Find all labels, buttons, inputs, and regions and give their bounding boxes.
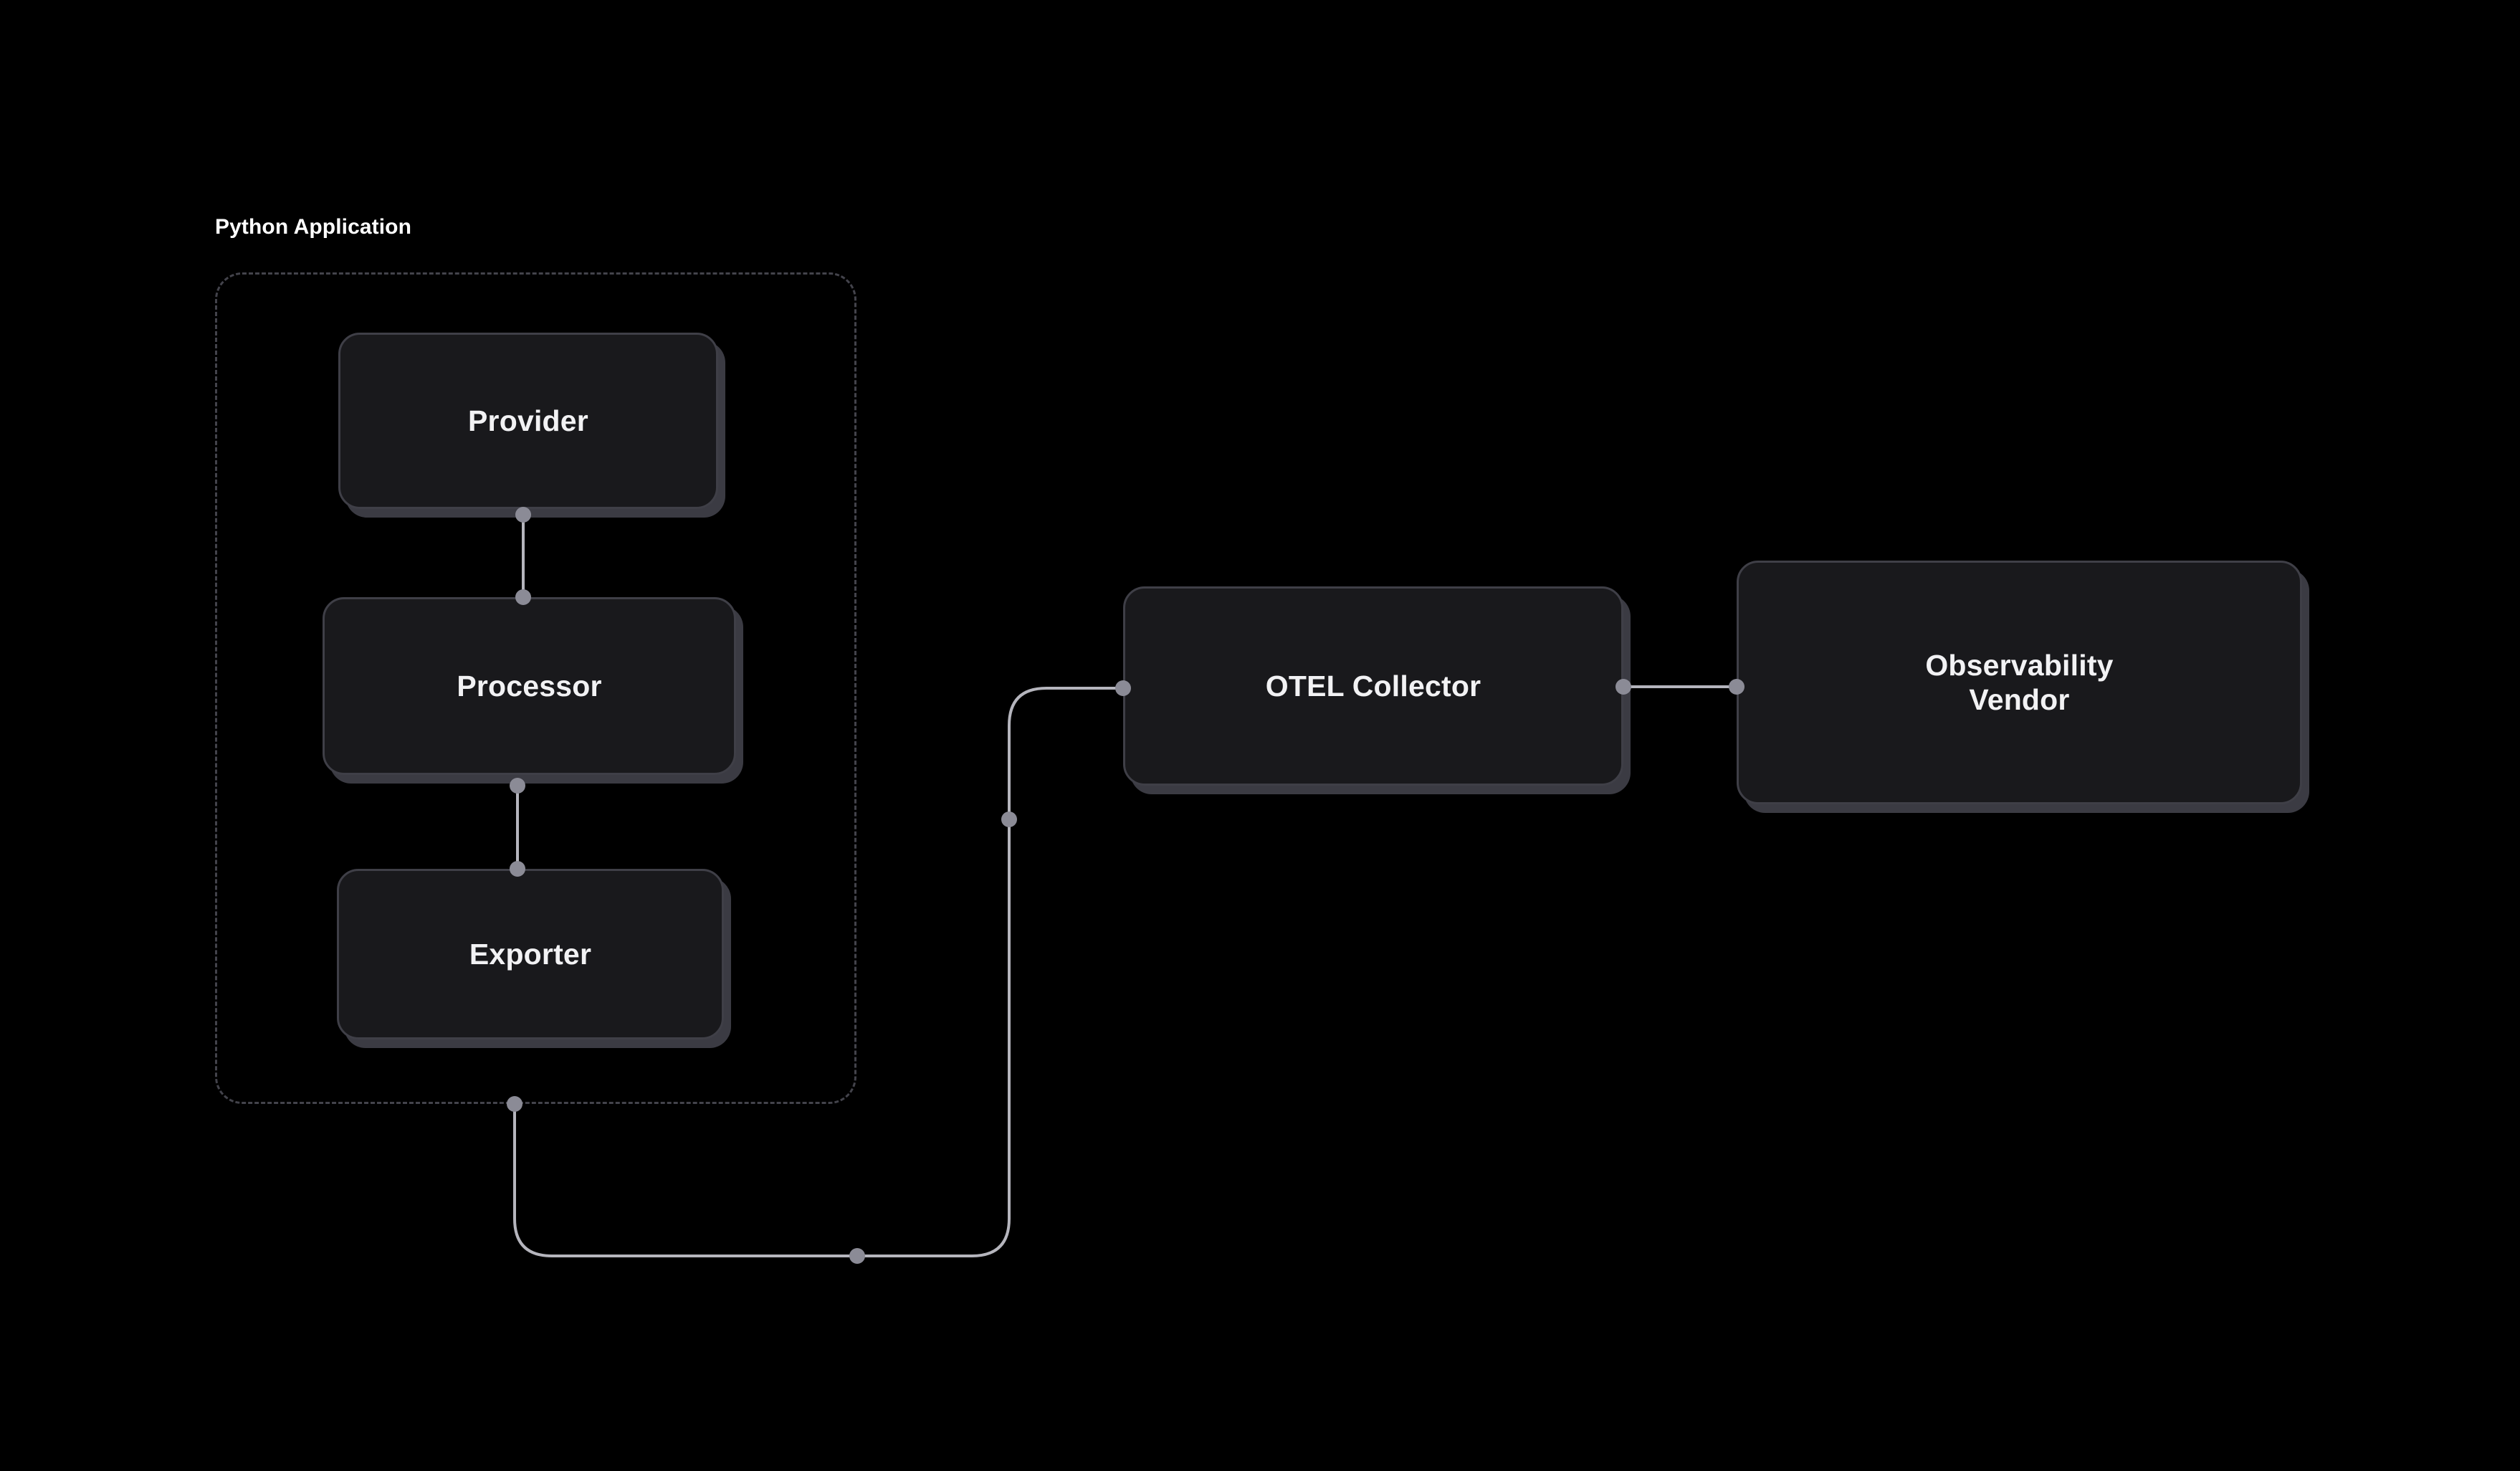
edge-port-dot[interactable]	[849, 1248, 865, 1264]
node-processor[interactable]: Processor	[323, 597, 743, 784]
node-otel-collector[interactable]: OTEL Collector	[1123, 586, 1631, 794]
node-label-observability-vendor: Observability Vendor	[1925, 648, 2114, 716]
node-body-exporter: Exporter	[337, 869, 724, 1039]
node-body-provider: Provider	[338, 333, 718, 509]
node-observability-vendor[interactable]: Observability Vendor	[1737, 561, 2309, 813]
node-body-otel-collector: OTEL Collector	[1123, 586, 1623, 786]
node-body-processor: Processor	[323, 597, 736, 775]
node-label-exporter: Exporter	[469, 937, 592, 971]
node-label-processor: Processor	[457, 669, 602, 703]
node-body-observability-vendor: Observability Vendor	[1737, 561, 2302, 804]
node-exporter[interactable]: Exporter	[337, 869, 731, 1048]
node-provider[interactable]: Provider	[338, 333, 725, 518]
node-label-otel-collector: OTEL Collector	[1265, 669, 1481, 703]
group-label-python-application: Python Application	[215, 215, 412, 239]
edge-port-dot[interactable]	[1001, 811, 1017, 827]
node-label-provider: Provider	[468, 404, 588, 437]
